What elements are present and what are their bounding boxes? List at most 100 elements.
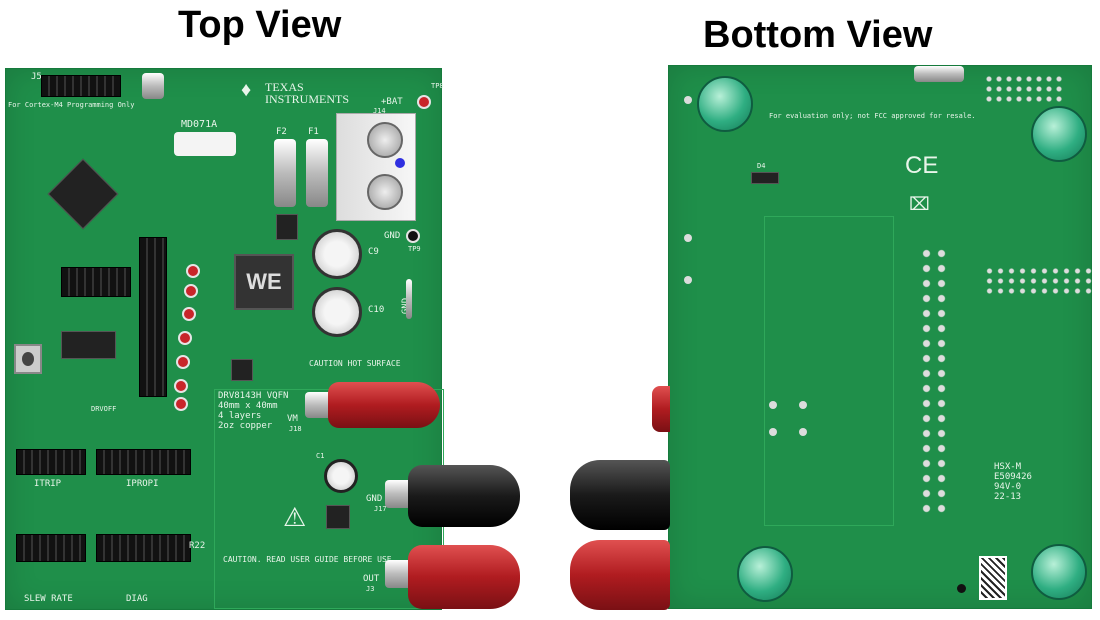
copper-pour-outline	[764, 216, 894, 526]
capacitor-c10	[312, 287, 362, 337]
capacitor-c9	[312, 229, 362, 279]
ul-info-line: 22-13	[994, 492, 1022, 502]
bat-label: +BAT	[381, 97, 403, 107]
via-pad	[769, 428, 777, 436]
gnd-label: GND	[384, 231, 401, 241]
screw-icon	[367, 122, 403, 158]
ti-logo-line1: TEXAS	[265, 80, 304, 94]
via-pad	[769, 401, 777, 409]
fuse-f2	[274, 139, 296, 207]
ti-logo: ♦ TEXAS INSTRUMENTS	[241, 79, 349, 105]
microcontroller	[47, 158, 119, 230]
drv-info: DRV8143H VQFN 40mm x 40mm 4 layers 2oz c…	[218, 391, 288, 431]
vm-ref: J18	[289, 425, 302, 433]
capacitor-c1	[324, 459, 358, 493]
via-pad-column	[919, 246, 949, 516]
drv8143-chip	[231, 359, 253, 381]
jumper-header-j6[interactable]	[139, 237, 167, 397]
screw-icon	[367, 174, 403, 210]
top-view-title: Top View	[178, 4, 342, 46]
rubber-foot	[1031, 106, 1087, 162]
c1-label: C1	[316, 452, 325, 460]
label-plate	[174, 132, 236, 156]
drvoff-label: DRVOFF	[91, 405, 117, 413]
r22-label: R22	[189, 541, 206, 551]
regulator-chip	[276, 214, 298, 240]
vm-banana-jack-red[interactable]	[328, 382, 440, 428]
rubber-foot	[737, 546, 793, 602]
test-point[interactable]	[182, 307, 196, 321]
d4-label: D4	[757, 162, 766, 170]
j5-label: J5	[31, 72, 42, 82]
gnd-jack-ref: J17	[374, 505, 387, 513]
test-point[interactable]	[186, 264, 200, 278]
ti-logo-line2: INSTRUMENTS	[265, 92, 350, 106]
fcc-note: For evaluation only; not FCC approved fo…	[769, 112, 976, 120]
usb-connector	[142, 73, 164, 99]
jumper-header-iprop[interactable]	[96, 449, 191, 475]
drv-info-line: 40mm x 40mm	[218, 401, 278, 411]
via-pad	[684, 234, 692, 242]
gnd-jack-label: GND	[366, 494, 383, 504]
test-point[interactable]	[174, 379, 188, 393]
out-label: OUT	[363, 574, 380, 584]
out-ref: J3	[366, 585, 375, 593]
diag-label: DIAG	[126, 594, 148, 604]
via-pad	[684, 276, 692, 284]
blue-dot	[395, 158, 405, 168]
gnd-banana-jack-black-bottom[interactable]	[570, 460, 670, 530]
fuse-f2-label: F2	[276, 127, 287, 137]
jumper-header-itrip[interactable]	[16, 449, 86, 475]
gnd-post	[406, 279, 412, 319]
out-banana-jack-red-bottom[interactable]	[570, 540, 670, 610]
drv-info-line: 4 layers	[218, 411, 262, 421]
out-banana-jack-red[interactable]	[408, 545, 520, 609]
test-point[interactable]	[174, 397, 188, 411]
tp9-label: TP9	[408, 245, 421, 253]
j14-label: J14	[373, 107, 386, 115]
inductor: WE	[234, 254, 294, 310]
iprop-label: IPROPI	[126, 479, 159, 489]
tp8-test-point[interactable]	[417, 95, 431, 109]
jumper-header-diag[interactable]	[96, 534, 191, 562]
button-cap	[22, 352, 34, 366]
via-pad	[799, 401, 807, 409]
jumper-header-j7[interactable]	[61, 267, 131, 297]
tp9-test-point[interactable]	[406, 229, 420, 243]
mounting-hole	[957, 584, 966, 593]
via-pad	[799, 428, 807, 436]
bottom-view-board: For evaluation only; not FCC approved fo…	[668, 65, 1094, 609]
test-point[interactable]	[178, 331, 192, 345]
tp8-label: TP8	[431, 82, 444, 90]
vm-banana-jack-side[interactable]	[652, 386, 670, 432]
via-pad-grid	[984, 266, 1094, 296]
bottom-view-title: Bottom View	[703, 14, 933, 56]
rubber-foot	[1031, 544, 1087, 600]
vm-label: VM	[287, 414, 298, 424]
usb-connector	[914, 66, 964, 82]
ul-info-line: HSX-M	[994, 462, 1022, 472]
test-point[interactable]	[176, 355, 190, 369]
rubber-foot	[697, 76, 753, 132]
test-point[interactable]	[184, 284, 198, 298]
ce-mark: CE	[905, 152, 939, 179]
ul-info: HSX-M E509426 94V-0 22-13	[994, 462, 1032, 502]
slew-rate-label: SLEW RATE	[24, 594, 73, 604]
via-pad	[684, 96, 692, 104]
gnd-banana-jack-black[interactable]	[408, 465, 520, 527]
push-button-s1[interactable]	[14, 344, 42, 374]
drv-info-line: DRV8143H VQFN	[218, 391, 289, 401]
terminal-block-j14[interactable]	[336, 113, 416, 221]
fuse-f1-label: F1	[308, 127, 319, 137]
drv-info-line: 2oz copper	[218, 421, 273, 431]
qr-code-label	[979, 556, 1007, 600]
c9-label: C9	[368, 247, 379, 257]
j5-note: For Cortex-M4 Programming Only	[8, 101, 135, 109]
driver-ic	[61, 331, 116, 359]
top-view-board: J5 For Cortex-M4 Programming Only ♦ TEXA…	[5, 68, 444, 610]
ul-info-line: E509426	[994, 472, 1032, 482]
drv8143h-ic	[326, 505, 350, 529]
diode-d4	[751, 172, 779, 184]
jumper-header-slew[interactable]	[16, 534, 86, 562]
ti-logo-icon: ♦	[241, 79, 252, 101]
